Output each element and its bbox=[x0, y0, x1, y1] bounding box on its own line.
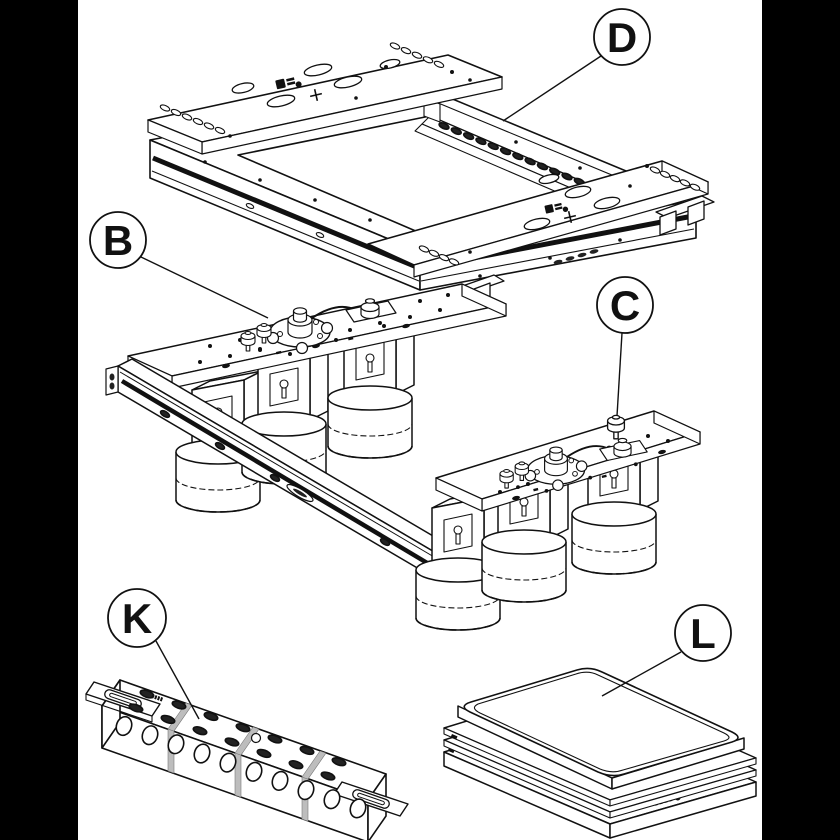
callout-label-L: L bbox=[690, 610, 716, 657]
leader-line-D bbox=[502, 55, 602, 122]
callout-circle-K bbox=[107, 588, 167, 648]
leader-line-C bbox=[616, 332, 623, 417]
leader-line-L bbox=[601, 651, 682, 697]
clamp-latch bbox=[450, 734, 458, 740]
part-c-right-riser-unit bbox=[415, 410, 701, 631]
callout-label-K: K bbox=[122, 595, 152, 642]
callout-label-D: D bbox=[607, 14, 637, 61]
pallet-top-plate bbox=[463, 667, 739, 777]
leader-line-B bbox=[140, 256, 269, 319]
callout-circle-L bbox=[674, 604, 732, 662]
clamping-plate-right bbox=[367, 160, 709, 278]
engraved-logo bbox=[151, 694, 164, 702]
part-l-pallet-stack bbox=[443, 667, 757, 839]
callout-label-B: B bbox=[103, 217, 133, 264]
part-b-left-riser-unit bbox=[105, 283, 507, 587]
clamping-plate-left bbox=[147, 40, 503, 155]
callout-layer: D B C K L bbox=[89, 8, 732, 720]
part-d-base-frame bbox=[147, 40, 715, 320]
callout-circle-B bbox=[89, 211, 147, 269]
callout-circle-C bbox=[596, 276, 654, 334]
part-k-riser-bar bbox=[85, 679, 409, 840]
clamp-latch bbox=[447, 748, 455, 754]
corner-bracket-right bbox=[655, 195, 715, 236]
right-clamp-plate bbox=[435, 410, 701, 512]
left-edge-bar bbox=[0, 0, 78, 840]
callout-circle-D bbox=[593, 8, 651, 66]
callout-label-C: C bbox=[610, 282, 640, 329]
right-edge-bar bbox=[762, 0, 840, 840]
leader-line-K bbox=[155, 640, 200, 720]
long-rail bbox=[105, 358, 463, 587]
end-tab-right bbox=[333, 781, 409, 817]
